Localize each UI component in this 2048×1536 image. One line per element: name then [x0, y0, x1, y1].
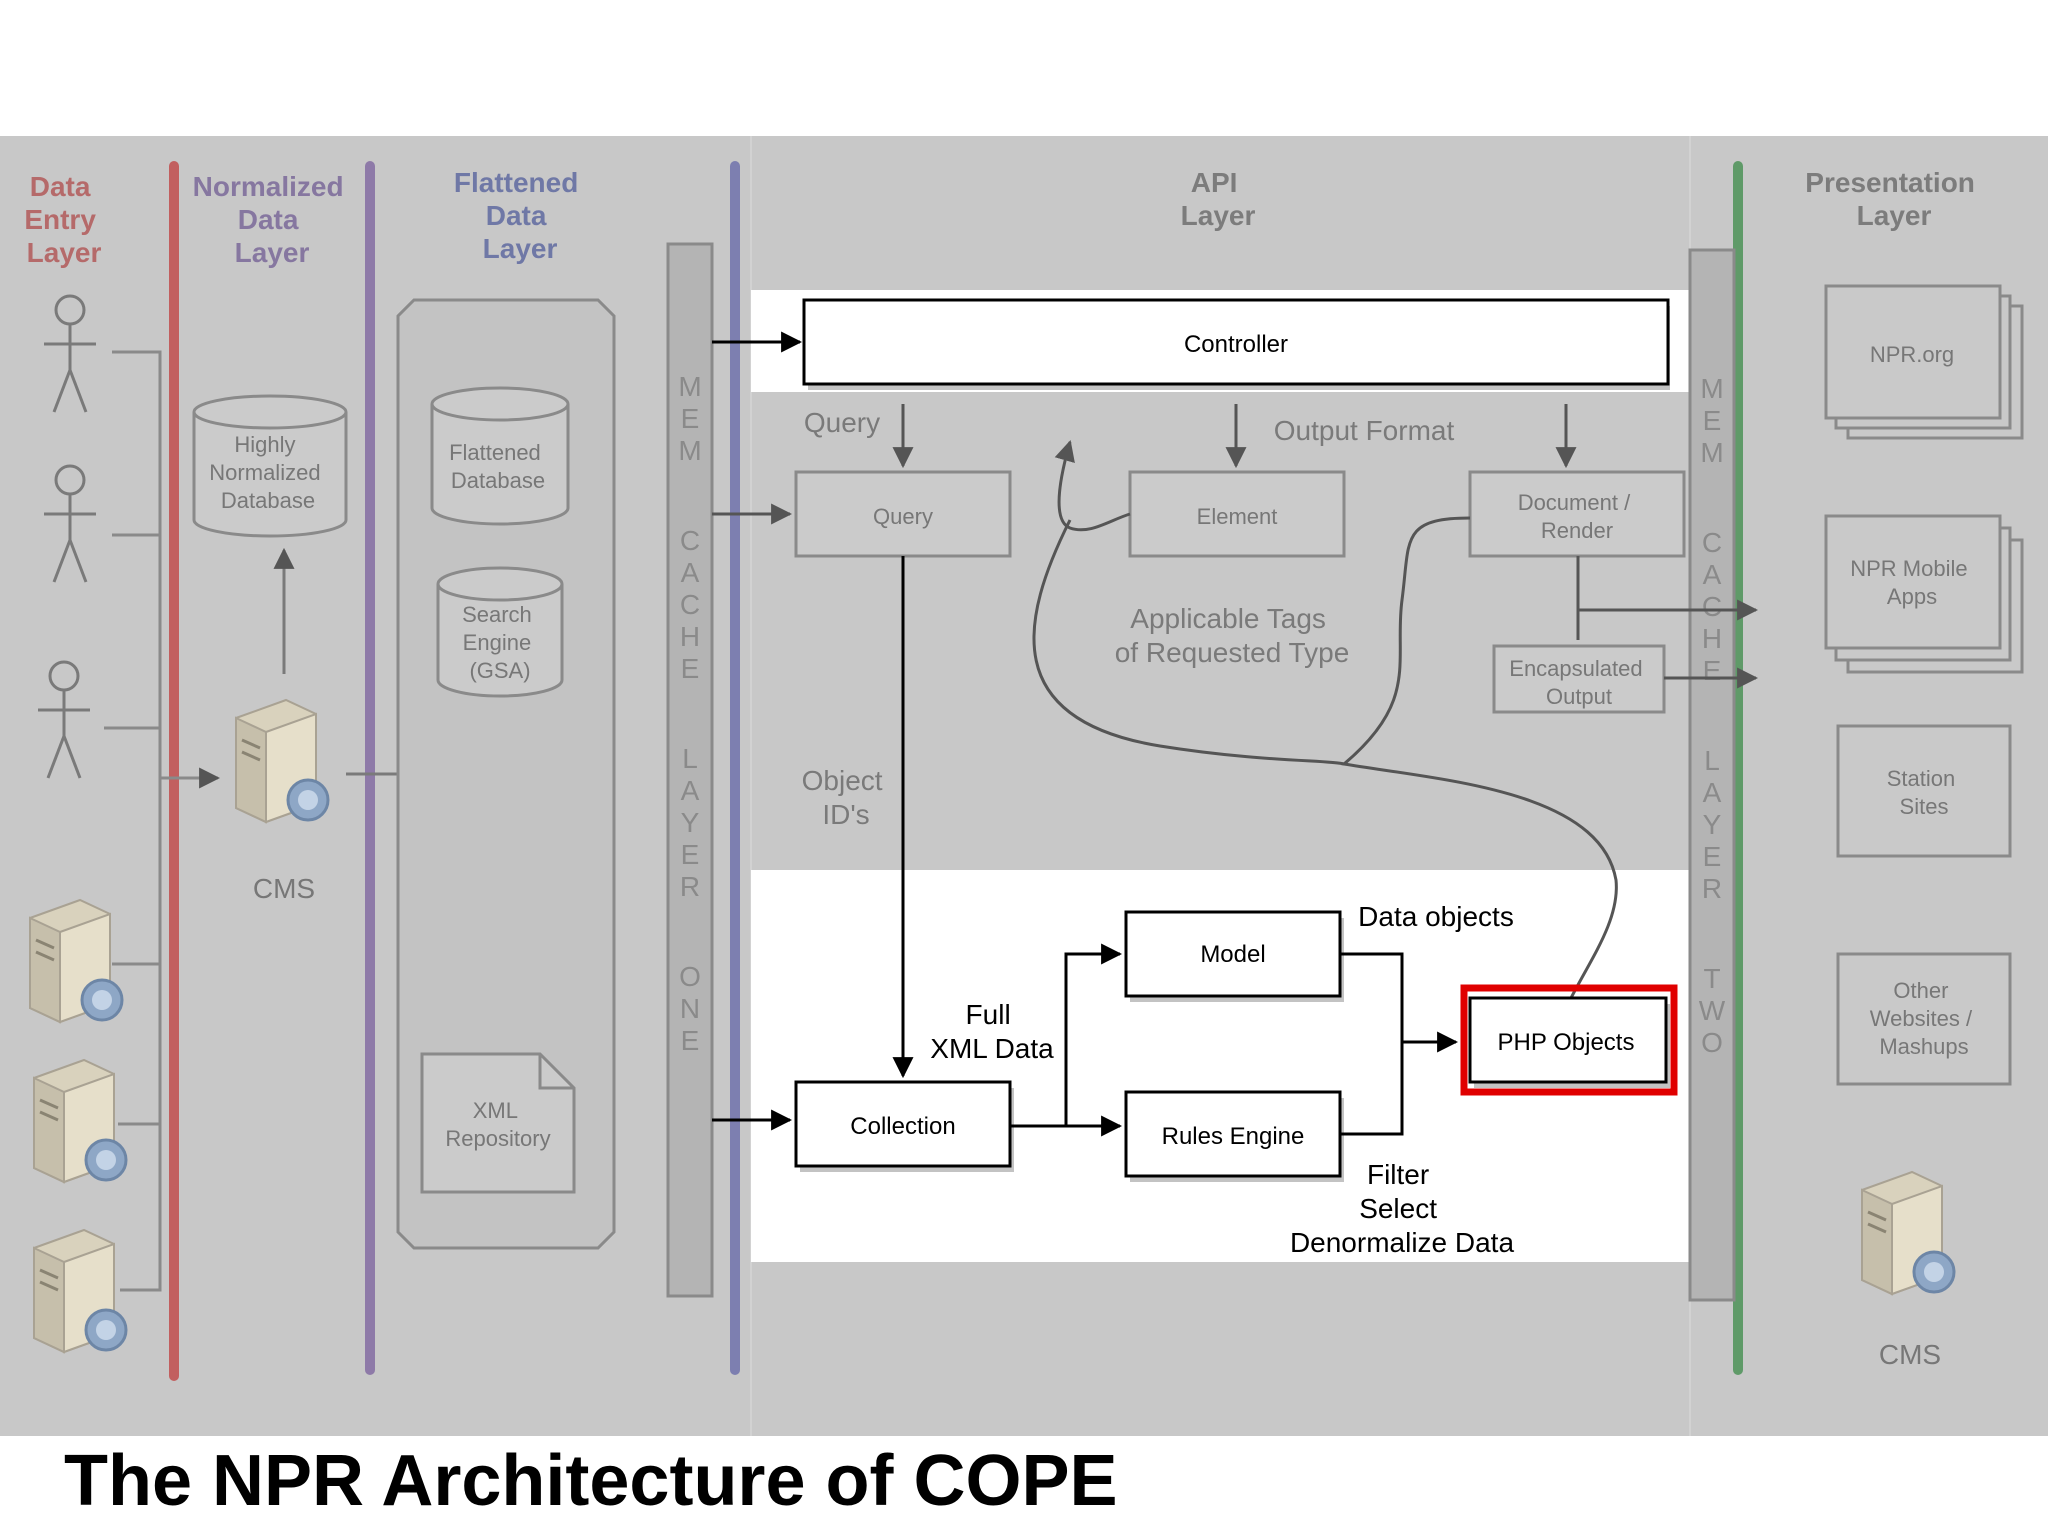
- php-objects-box: [1468, 996, 1668, 1084]
- php-objects-label: PHP Objects: [1498, 1029, 1635, 1056]
- collection-label: Collection: [850, 1113, 955, 1140]
- cache-letter: E: [1703, 405, 1722, 436]
- mem-cache-layer-one: [666, 242, 714, 1298]
- model-box: [1124, 910, 1342, 998]
- cache-letter: E: [681, 653, 700, 684]
- svg-text:Highly Normalized: Highly Normalized Database: [209, 432, 326, 513]
- cache-letter: M: [1700, 437, 1723, 468]
- cache-letter: C: [1702, 591, 1722, 622]
- search-engine-database: Search Engine (GSA): [436, 566, 564, 698]
- svg-text:XML Repository: XML Repository: [445, 1098, 550, 1151]
- document-render-label: Document / Render: [1518, 490, 1637, 543]
- query-label: Query: [804, 407, 880, 438]
- cache-letter: E: [681, 403, 700, 434]
- model-label: Model: [1200, 941, 1265, 968]
- collection-box: [794, 1080, 1012, 1168]
- svg-text:Search Engine (GSA: Search Engine (GSA): [462, 602, 538, 683]
- object-ids-label: Object ID's: [802, 765, 891, 830]
- cache-letter: E: [681, 839, 700, 870]
- cache-letter: M: [678, 371, 701, 402]
- cms-server-icon: [234, 698, 330, 824]
- cache-letter: E: [681, 1025, 700, 1056]
- query-box: [794, 470, 1012, 558]
- normalized-database: Highly Normalized Database: [192, 394, 348, 538]
- cache-letter: L: [1704, 745, 1720, 776]
- other-websites-box: [1836, 952, 2012, 1086]
- flattened-database: Flattened Database: [430, 386, 570, 526]
- cache-letter: O: [1701, 1027, 1723, 1058]
- rules-engine-box: [1124, 1090, 1342, 1178]
- data-entry-layer-title: Data Entry Layer: [24, 171, 103, 268]
- cache-letter: E: [1703, 841, 1722, 872]
- cache-letter: T: [1703, 963, 1720, 994]
- rules-engine-label: Rules Engine: [1162, 1123, 1305, 1150]
- controller-label: Controller: [1184, 331, 1288, 358]
- cache-letter: M: [1700, 373, 1723, 404]
- cache-letter: A: [681, 557, 700, 588]
- filter-select-label: Filter Select Denormalize Data: [1290, 1159, 1515, 1258]
- flattened-layer-title: Flattened Data Layer: [454, 167, 586, 264]
- cache-letter: H: [680, 621, 700, 652]
- presentation-cms-label: CMS: [1879, 1339, 1941, 1370]
- svg-text:Flattened Database: Flattened Database: [449, 440, 547, 493]
- cache-letter: W: [1699, 995, 1726, 1026]
- server-icon: [32, 1228, 128, 1354]
- cms-label: CMS: [253, 873, 315, 904]
- cache-letter: Y: [681, 807, 700, 838]
- slide-caption: The NPR Architecture of COPE: [64, 1441, 1118, 1521]
- normalized-layer-title: Normalized Data Layer: [193, 171, 352, 268]
- cache-letter: L: [682, 743, 698, 774]
- output-format-label: Output Format: [1274, 415, 1455, 446]
- cache-letter: A: [1703, 559, 1722, 590]
- server-icon: [28, 898, 124, 1024]
- cache-letter: E: [1703, 655, 1722, 686]
- station-sites-box: [1836, 724, 2012, 858]
- cache-letter: M: [678, 435, 701, 466]
- cache-letter: C: [680, 589, 700, 620]
- presentation-layer-title: Presentation Layer: [1805, 167, 1982, 231]
- cache-letter: C: [680, 525, 700, 556]
- cache-letter: A: [1703, 777, 1722, 808]
- mem-cache-layer-two: [1688, 248, 1736, 1302]
- cache-letter: A: [681, 775, 700, 806]
- data-objects-label: Data objects: [1358, 901, 1514, 932]
- station-sites-label: Station Sites: [1887, 766, 1962, 819]
- controller-box: [802, 298, 1670, 386]
- encapsulated-output-box: [1492, 644, 1666, 714]
- server-icon: [32, 1058, 128, 1184]
- cache-letter: R: [680, 871, 700, 902]
- presentation-cms-server-icon: [1860, 1170, 1956, 1296]
- cache-letter: Y: [1703, 809, 1722, 840]
- cache-letter: R: [1702, 873, 1722, 904]
- flattened-container: [396, 298, 616, 1250]
- cache-letter: C: [1702, 527, 1722, 558]
- query-node-label: Query: [873, 504, 933, 529]
- full-xml-data-label: Full XML Data: [930, 999, 1054, 1064]
- php-objects-highlight: [1460, 984, 1678, 1096]
- encapsulated-output-label: Encapsulated Output: [1509, 656, 1648, 709]
- xml-repository: XML Repository: [420, 1052, 576, 1194]
- document-render-box: [1468, 470, 1686, 558]
- cache-letter: N: [680, 993, 700, 1024]
- cache-letter: O: [679, 961, 701, 992]
- api-layer-title: API Layer: [1181, 167, 1256, 231]
- element-node-label: Element: [1197, 504, 1278, 529]
- npr-org-label: NPR.org: [1870, 342, 1954, 367]
- npr-mobile-label: NPR Mobile Apps: [1850, 556, 1974, 609]
- element-box: [1128, 470, 1346, 558]
- other-websites-label: Other Websites / Mashups: [1870, 978, 1978, 1059]
- applicable-tags-label: Applicable Tags of Requested Type: [1115, 603, 1350, 668]
- cache-letter: H: [1702, 623, 1722, 654]
